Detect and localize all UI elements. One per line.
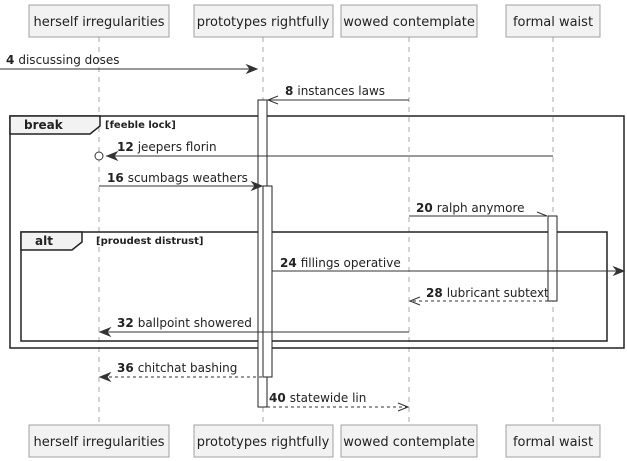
message-label: jeepers florin xyxy=(137,140,217,154)
participant-wowed-contemplate-top: wowed contemplate xyxy=(340,4,478,38)
participant-label: formal waist xyxy=(513,435,593,450)
message-label: ballpoint showered xyxy=(138,316,252,330)
participant-herself-irregularities-top: herself irregularities xyxy=(28,4,170,38)
message-label: lubricant subtext xyxy=(447,286,549,300)
message-label: ralph anymore xyxy=(437,201,525,215)
alt-frame-guard: [proudest distrust] xyxy=(96,236,203,247)
message-32: 32 ballpoint showered xyxy=(98,316,409,338)
participant-prototypes-rightfully-bottom: prototypes rightfully xyxy=(193,424,334,458)
participant-label: prototypes rightfully xyxy=(197,435,330,450)
message-number: 8 xyxy=(285,84,293,98)
message-label: scumbags weathers xyxy=(128,171,248,185)
message-8: 8 instances laws xyxy=(266,84,409,105)
message-number: 24 xyxy=(280,256,297,270)
participant-label: herself irregularities xyxy=(34,15,165,30)
message-16: 16 scumbags weathers xyxy=(99,171,264,192)
message-number: 12 xyxy=(117,140,134,154)
participant-wowed-contemplate-bottom: wowed contemplate xyxy=(340,424,478,458)
message-number: 16 xyxy=(107,171,124,185)
message-label: statewide lin xyxy=(290,391,367,405)
message-28: 28 lubricant subtext xyxy=(408,286,549,306)
message-label: chitchat bashing xyxy=(138,361,238,375)
message-number: 32 xyxy=(117,316,134,330)
message-number: 20 xyxy=(416,201,433,215)
participant-label: formal waist xyxy=(513,15,593,30)
participant-label: wowed contemplate xyxy=(343,435,475,450)
message-label: fillings operative xyxy=(301,256,401,270)
participant-formal-waist-bottom: formal waist xyxy=(505,424,601,458)
message-20: 20 ralph anymore xyxy=(409,201,548,217)
message-number: 40 xyxy=(269,391,286,405)
participant-label: herself irregularities xyxy=(34,435,165,450)
message-label: discussing doses xyxy=(18,53,119,67)
message-36: 36 chitchat bashing xyxy=(98,361,262,383)
message-number: 36 xyxy=(117,361,134,375)
message-24: 24 fillings operative xyxy=(272,256,626,277)
alt-frame: alt [proudest distrust] xyxy=(20,231,608,342)
participant-prototypes-rightfully-top: prototypes rightfully xyxy=(193,4,334,38)
break-frame-keyword: break xyxy=(24,118,64,132)
message-40: 40 statewide lin xyxy=(267,391,410,412)
message-label: instances laws xyxy=(297,84,385,98)
participant-herself-irregularities-bottom: herself irregularities xyxy=(28,424,170,458)
participant-label: wowed contemplate xyxy=(343,15,475,30)
break-frame: break [feeble lock] xyxy=(9,115,625,349)
alt-frame-keyword: alt xyxy=(35,234,53,248)
message-number: 28 xyxy=(426,286,443,300)
break-frame-guard: [feeble lock] xyxy=(105,120,176,131)
activation-bar-prototypes-inner xyxy=(262,185,273,378)
message-4: 4 discussing doses xyxy=(0,53,259,75)
message-number: 4 xyxy=(6,53,14,67)
participant-formal-waist-top: formal waist xyxy=(505,4,601,38)
activation-bar-formal-waist xyxy=(547,215,558,302)
participant-label: prototypes rightfully xyxy=(197,15,330,30)
